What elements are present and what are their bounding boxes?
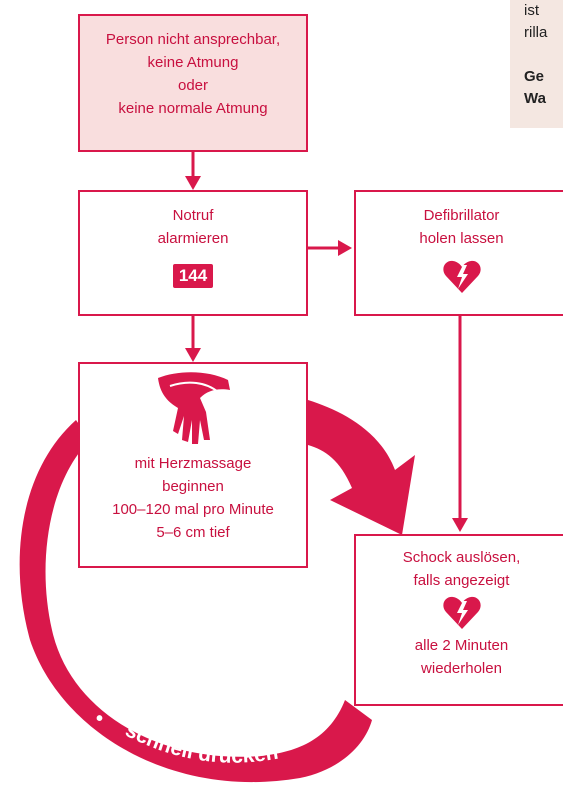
- start-line-2: keine Atmung: [147, 54, 239, 71]
- schock-line-4: wiederholen: [421, 660, 502, 677]
- note-bold-1: Ge: [524, 68, 545, 85]
- start-line-1: Person nicht ansprechbar,: [105, 31, 281, 48]
- note-line-2: rilla: [524, 24, 548, 41]
- defi-box: Defibrillator holen lassen: [354, 190, 563, 316]
- schock-line-1: Schock auslösen,: [402, 549, 521, 566]
- notruf-line-2: alarmieren: [157, 230, 229, 247]
- info-note: ist rilla Ge Wa: [510, 0, 563, 128]
- defi-line-2: holen lassen: [419, 230, 504, 247]
- note-line-1: ist: [524, 2, 539, 19]
- notruf-box: Notruf alarmieren 144: [78, 190, 308, 316]
- cycle-bottom-text: schnell drücken: [122, 718, 280, 767]
- schock-box: Schock auslösen, falls angezeigt alle 2 …: [354, 534, 563, 706]
- cycle-arrow-upper: [308, 400, 415, 535]
- herz-line-2: beginnen: [162, 478, 224, 495]
- cycle-ring: [19, 420, 372, 783]
- herz-line-1: mit Herzmassage: [134, 455, 252, 472]
- herz-line-4: 5–6 cm tief: [156, 524, 230, 541]
- emergency-number-badge: 144: [172, 264, 214, 288]
- start-line-3: oder: [177, 77, 209, 94]
- start-box: Person nicht ansprechbar, keine Atmung o…: [78, 14, 308, 152]
- notruf-line-1: Notruf: [172, 207, 214, 224]
- schock-line-2: falls angezeigt: [413, 572, 510, 589]
- cycle-bullet: •: [96, 708, 103, 730]
- herz-line-3: 100–120 mal pro Minute: [112, 501, 274, 518]
- note-bold-2: Wa: [524, 90, 546, 107]
- schock-line-3: alle 2 Minuten: [414, 637, 509, 654]
- herzmassage-box: mit Herzmassage beginnen 100–120 mal pro…: [78, 362, 308, 568]
- defi-line-1: Defibrillator: [423, 207, 500, 224]
- broken-heart-lightning-icon: [442, 260, 481, 293]
- start-line-4: keine normale Atmung: [118, 100, 268, 117]
- broken-heart-lightning-icon: [442, 596, 481, 629]
- hands-compression-icon: [158, 372, 230, 444]
